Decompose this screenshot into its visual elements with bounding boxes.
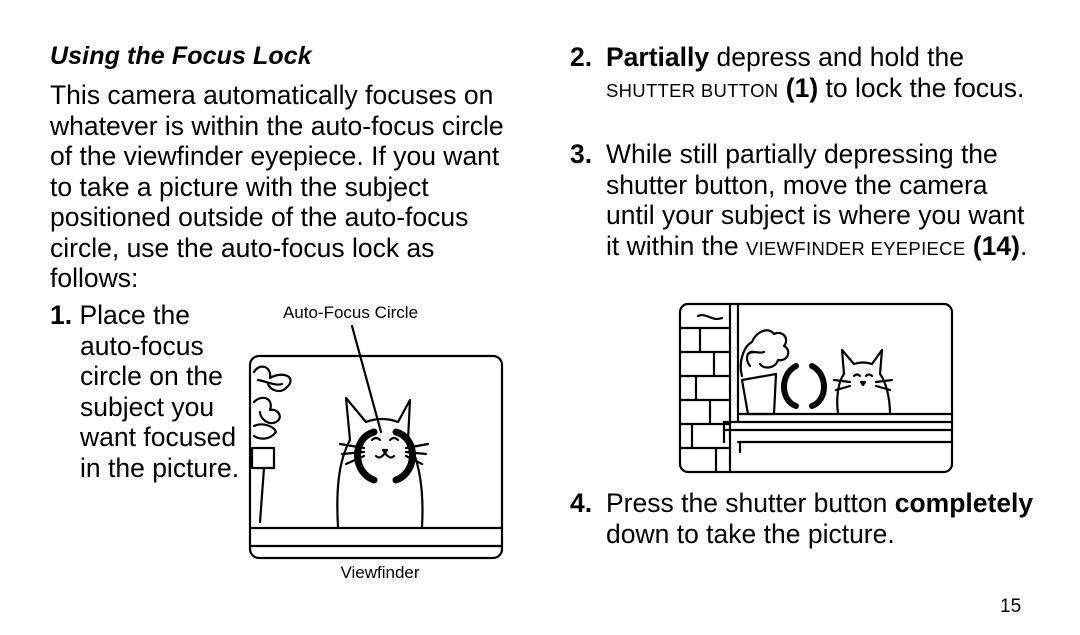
step-4-text2: down to take the picture. — [606, 518, 895, 549]
cat-icon — [832, 348, 894, 416]
step-2-ref: (1) — [785, 72, 819, 103]
viewfinder-frame — [248, 354, 504, 560]
step-3-text1: While still partially depressing the shu… — [606, 139, 1025, 261]
step-2-text1: depress and hold the — [709, 42, 965, 72]
step-4-text1: Press the shutter button — [606, 488, 895, 518]
brick-wall — [678, 302, 740, 474]
window-sill — [722, 412, 954, 454]
recomposed-viewfinder-illustration — [678, 302, 954, 474]
step-2-text2: to lock the focus. — [818, 72, 1025, 103]
step-3-text2: . — [1019, 230, 1028, 261]
step-3-number: 3. — [570, 139, 593, 169]
page-number: 15 — [1000, 596, 1022, 617]
auto-focus-circle-label: Auto-Focus Circle — [282, 303, 419, 322]
viewfinder-illustration — [248, 324, 504, 560]
step-2: 2. Partially depress and hold the SHUTTE… — [570, 42, 1040, 106]
step-2-emphasis: Partially — [606, 42, 710, 72]
step-1-line1: Place the — [79, 300, 190, 330]
label-pointer — [350, 324, 383, 434]
shutter-button-term: SHUTTER BUTTON — [606, 79, 779, 101]
viewfinder-eyepiece-term: VIEWFINDER EYEPIECE — [745, 237, 966, 259]
step-4-number: 4. — [570, 488, 593, 518]
viewfinder-frame — [678, 302, 954, 474]
step-4: 4. Press the shutter button completely d… — [570, 488, 1040, 549]
step-1-number: 1. — [50, 300, 73, 330]
auto-focus-bracket-icon — [781, 363, 827, 409]
section-heading: Using the Focus Lock — [50, 42, 312, 70]
step-4-emphasis: completely — [894, 488, 1034, 518]
step-1: 1. Place the auto-focus circle on the su… — [50, 300, 240, 483]
viewfinder-label: Viewfinder — [340, 563, 420, 582]
plant-icon — [739, 329, 790, 416]
step-3: 3. While still partially depressing the … — [570, 139, 1040, 264]
plant-icon — [250, 365, 292, 524]
step-3-ref: (14) — [972, 230, 1020, 261]
intro-paragraph: This camera automatically focuses on wha… — [50, 80, 504, 293]
step-1-text: auto-focus circle on the subject you wan… — [80, 330, 240, 483]
step-2-number: 2. — [570, 42, 593, 72]
auto-focus-bracket-icon — [354, 428, 416, 484]
